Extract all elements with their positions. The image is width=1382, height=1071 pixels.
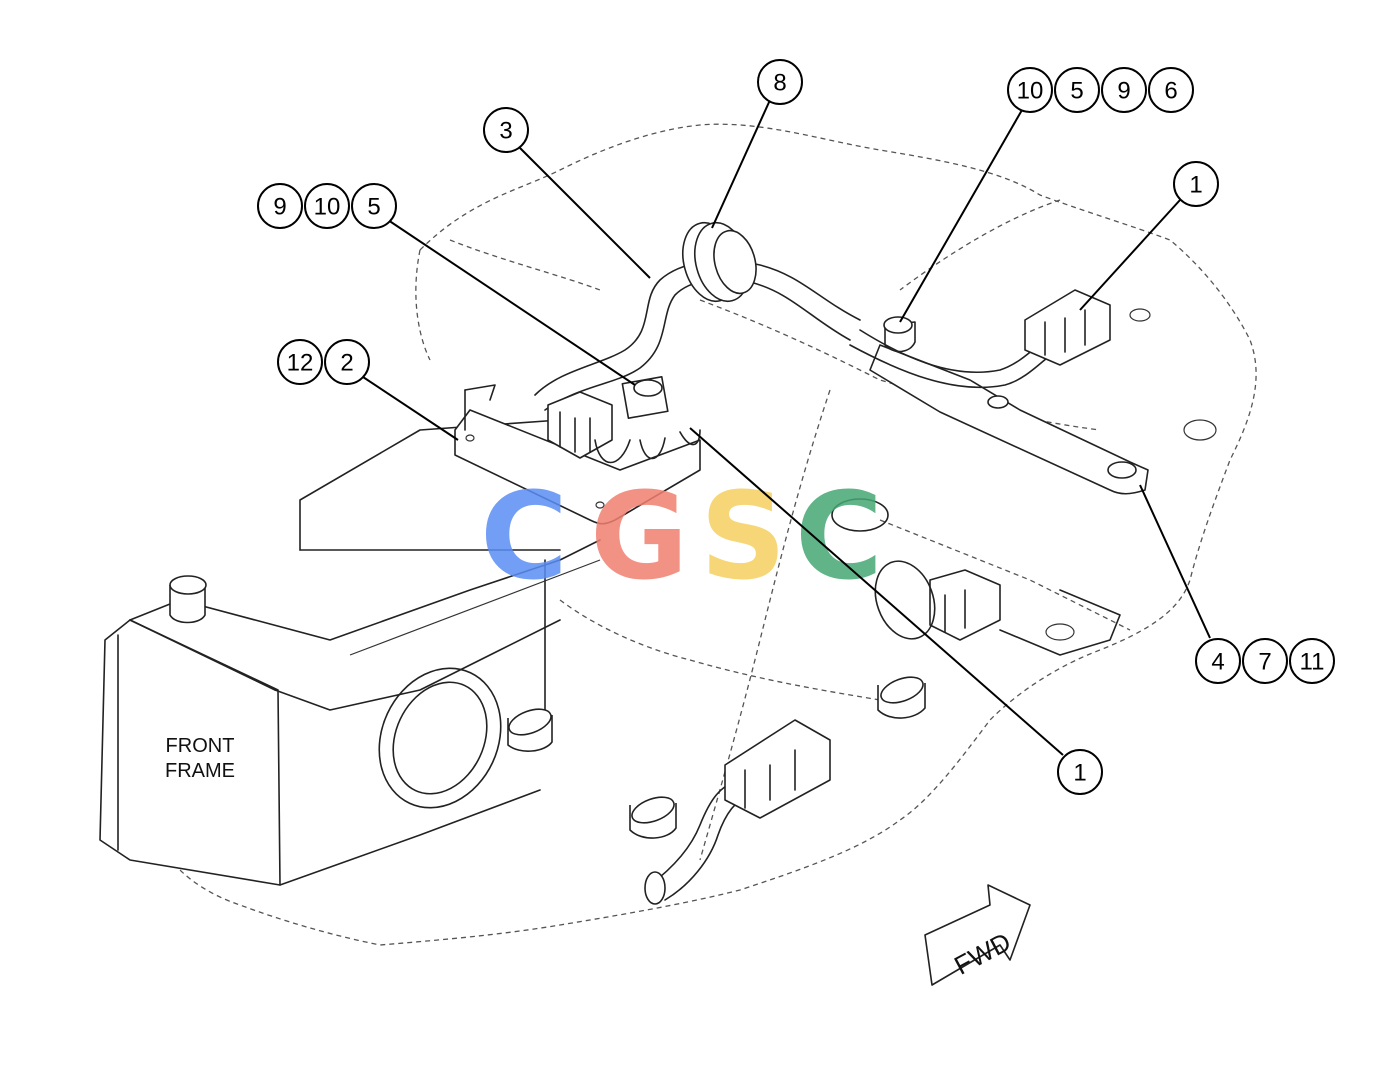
mid-connector <box>831 308 1217 656</box>
boss-2 <box>507 708 553 752</box>
callout-number: 1 <box>1189 172 1202 199</box>
callout-3: 10 5 9 6 <box>1007 67 1194 113</box>
grommet <box>682 221 757 303</box>
callout-number: 7 <box>1258 649 1271 676</box>
frame-label-line2: FRAME <box>165 760 235 782</box>
callout-number: 5 <box>367 194 380 221</box>
callout-circle <box>1101 67 1147 113</box>
callout-1: 3 <box>483 107 529 153</box>
leader-lines <box>359 99 1211 756</box>
lower-connector <box>724 719 831 819</box>
callout-circle <box>257 183 303 229</box>
callout-circle <box>1007 67 1053 113</box>
callout-number: 2 <box>340 350 353 377</box>
leader-4-7-11 <box>1139 484 1211 639</box>
callout-number: 10 <box>314 194 341 221</box>
leader-9-10-5 <box>384 217 636 386</box>
callout-number: 11 <box>1300 649 1325 676</box>
callout-circle <box>324 339 370 385</box>
callout-circle <box>277 339 323 385</box>
callout-number: 12 <box>287 350 314 377</box>
callout-circle <box>1173 161 1219 207</box>
callout-5: 12 2 <box>277 339 370 385</box>
callout-number: 6 <box>1164 78 1177 105</box>
right-bracket <box>869 316 1149 495</box>
callout-0: 8 <box>757 59 803 105</box>
boss-1 <box>169 575 207 624</box>
leader-3 <box>519 147 651 279</box>
boss-3 <box>629 796 677 839</box>
callout-number: 8 <box>773 70 786 97</box>
callout-number: 9 <box>273 194 286 221</box>
callout-6: 4 7 11 <box>1195 638 1335 684</box>
callout-circle <box>304 183 350 229</box>
callout-circle <box>1054 67 1100 113</box>
harness-tube <box>534 259 861 411</box>
boss-4 <box>877 676 926 719</box>
leader-1-bottom <box>689 427 1064 756</box>
frame-opening <box>378 667 502 809</box>
callout-circle <box>483 107 529 153</box>
leader-1-top <box>1079 199 1181 311</box>
callout-circle <box>1242 638 1288 684</box>
callout-2: 9 10 5 <box>257 183 397 229</box>
callout-circle <box>1195 638 1241 684</box>
callout-circle <box>1057 749 1103 795</box>
callout-circle <box>757 59 803 105</box>
left-bracket <box>454 384 701 525</box>
callout-number: 10 <box>1017 78 1044 105</box>
callout-circle <box>1148 67 1194 113</box>
watermark-letter-3: S <box>700 468 786 607</box>
watermark: C G S C <box>480 468 883 607</box>
housing-outline <box>179 123 1257 946</box>
leader-8 <box>711 99 771 229</box>
callout-circle <box>1289 638 1335 684</box>
front-frame <box>99 419 601 886</box>
callout-7: 1 <box>1057 749 1103 795</box>
left-connector <box>547 375 701 464</box>
fwd-arrow: FWD <box>924 884 1031 986</box>
right-connector <box>1024 289 1111 366</box>
leader-12-2 <box>359 374 459 441</box>
watermark-letter-2: G <box>590 468 689 607</box>
callout-number: 4 <box>1211 649 1224 676</box>
leader-10-5-9-6 <box>899 109 1023 323</box>
callout-number: 5 <box>1070 78 1083 105</box>
frame-label-line1: FRONT <box>166 735 235 757</box>
callout-circle <box>351 183 397 229</box>
callout-number: 9 <box>1117 78 1130 105</box>
callout-number: 1 <box>1073 760 1086 787</box>
watermark-letter-1: C <box>480 468 568 607</box>
callout-4: 1 <box>1173 161 1219 207</box>
callout-number: 3 <box>499 118 512 145</box>
